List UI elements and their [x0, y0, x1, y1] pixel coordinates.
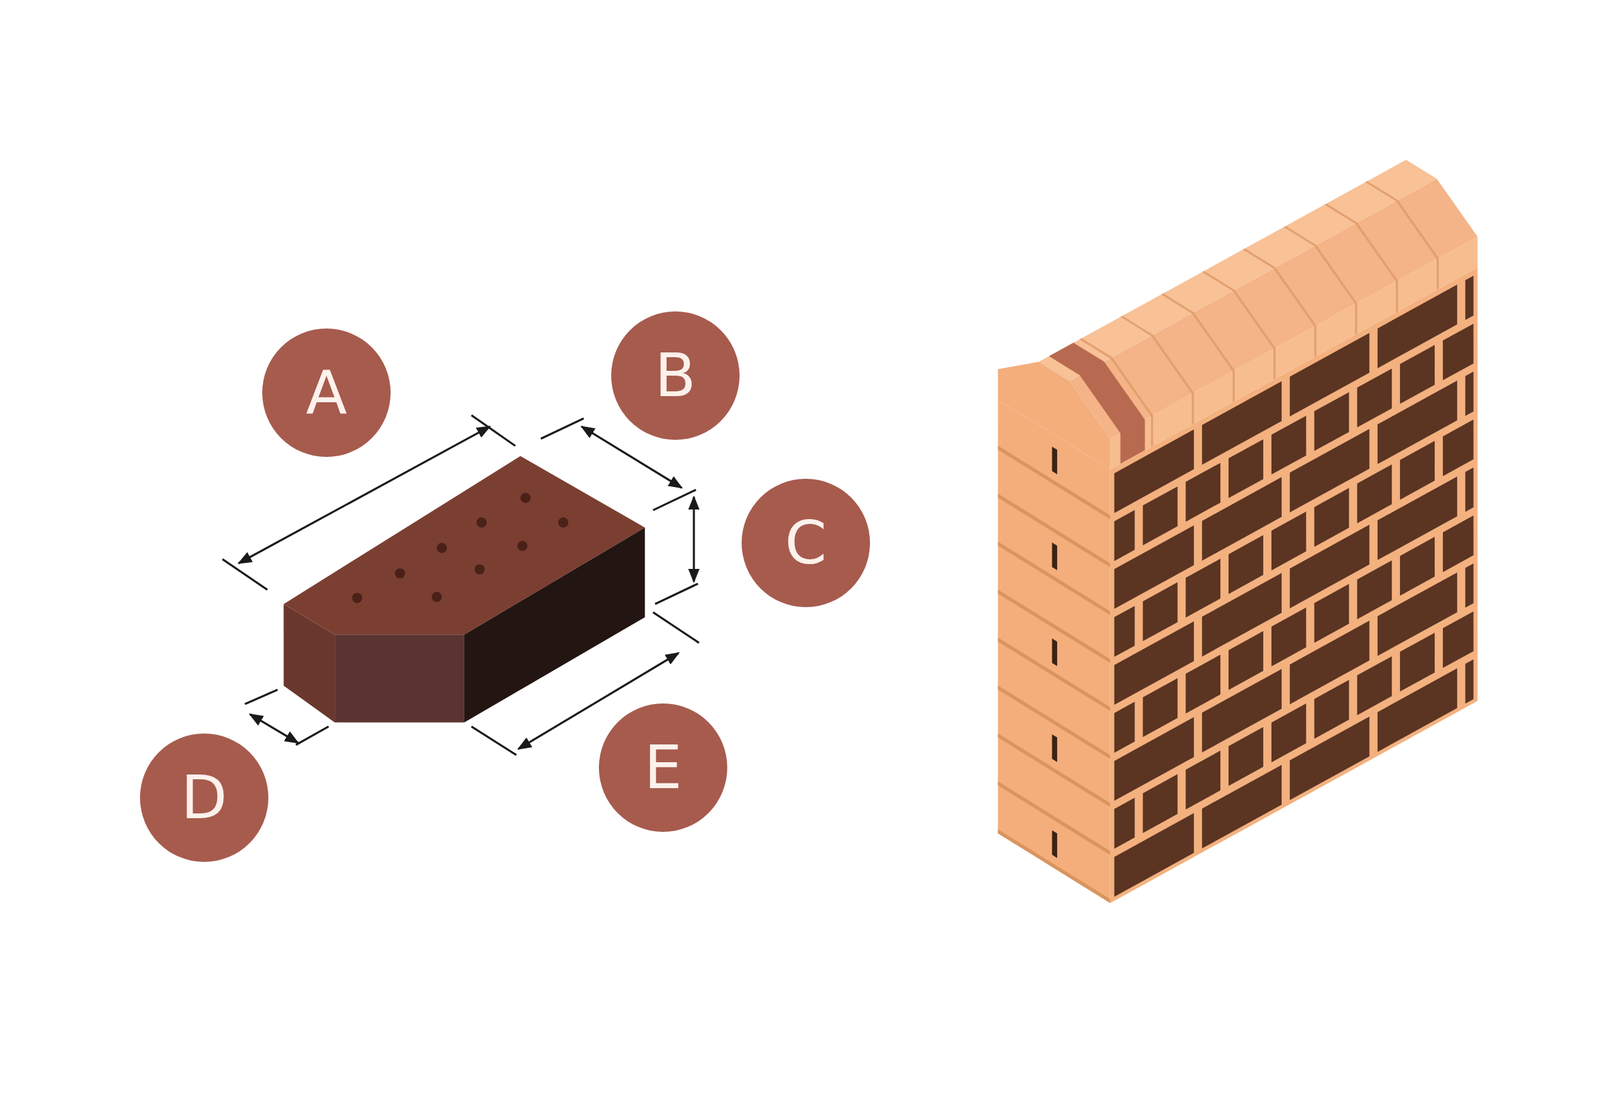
wall-brick — [1465, 563, 1474, 608]
side-joint — [997, 637, 1110, 711]
wall-brick — [1271, 703, 1307, 763]
dimension-letter: A — [305, 362, 347, 423]
wall-brick — [1442, 515, 1474, 573]
wall-brick — [1114, 702, 1135, 754]
coping-joint — [1365, 180, 1439, 290]
wall-brick — [1465, 467, 1474, 513]
dimension-letter-circle: B — [611, 311, 740, 440]
wall-brick — [1465, 658, 1474, 704]
coping-joint — [1242, 248, 1317, 358]
side-joint — [997, 541, 1110, 616]
wall-brick — [1228, 630, 1264, 690]
coping-joint — [1283, 226, 1358, 335]
dimension-letter-circle: C — [741, 478, 870, 608]
wall-brick — [1399, 441, 1435, 500]
coping-joint — [1160, 293, 1235, 403]
wall-brick — [1143, 678, 1178, 737]
side-joint — [997, 829, 1110, 903]
wall-brick — [1442, 323, 1474, 381]
side-joint — [997, 493, 1110, 568]
wall-brick — [1228, 535, 1264, 595]
side-notch — [1052, 638, 1058, 666]
wall-brick — [1465, 371, 1474, 416]
wall-brick — [1114, 605, 1135, 657]
wall-brick — [1314, 391, 1350, 451]
wall-brick — [1185, 462, 1221, 522]
coping-top — [1038, 159, 1437, 382]
dimension-letter: E — [643, 737, 683, 798]
wall-brick — [1399, 536, 1435, 596]
dimension-letter-circle: E — [598, 703, 728, 832]
wall-brick — [1314, 488, 1350, 547]
side-notch — [1052, 542, 1058, 570]
wall-brick — [1228, 439, 1264, 498]
wall-brick — [1143, 486, 1178, 545]
wall-brick — [1399, 344, 1435, 404]
side-notch — [1052, 446, 1058, 474]
wall-brick — [1314, 583, 1350, 643]
side-notch — [1052, 734, 1058, 762]
wall-brick — [1356, 656, 1392, 715]
wall-brick — [1114, 797, 1135, 849]
wall-side — [997, 399, 1110, 903]
wall-brick — [1356, 464, 1392, 524]
wall-brick — [1185, 558, 1221, 618]
wall-brick — [1185, 750, 1221, 810]
wall-brick — [1271, 415, 1307, 475]
side-joint — [997, 733, 1110, 808]
wall-brick — [1228, 726, 1264, 786]
coping-end — [997, 361, 1110, 470]
coping-joint — [1201, 271, 1276, 380]
wall-brick — [1185, 654, 1221, 714]
side-joint — [997, 685, 1110, 760]
single-brick — [283, 456, 645, 723]
wall-brick — [1271, 511, 1307, 571]
side-notch — [1052, 830, 1058, 858]
side-joint — [997, 781, 1110, 855]
dimension-letter: D — [180, 767, 228, 828]
coping-joint — [1324, 203, 1399, 313]
wall-brick — [1465, 275, 1474, 321]
dimension-letter: B — [654, 345, 696, 406]
wall-brick — [1356, 368, 1392, 428]
wall-brick — [1143, 773, 1178, 833]
wall-brick — [1356, 559, 1392, 619]
side-joint — [997, 589, 1110, 664]
wall-brick — [1114, 510, 1135, 562]
dimension-letter: C — [784, 512, 827, 573]
wall-brick — [1271, 607, 1307, 667]
dimension-letter-circle: A — [262, 328, 391, 457]
wall-brick — [1314, 679, 1350, 739]
brick-wall — [997, 159, 1478, 903]
wall-brick — [1442, 419, 1474, 476]
dimension-lines — [222, 415, 700, 755]
wall-brick — [1399, 632, 1435, 692]
wall-brick — [1442, 611, 1474, 668]
wall-brick — [1143, 582, 1178, 642]
dimension-letter-circle: D — [139, 733, 269, 862]
